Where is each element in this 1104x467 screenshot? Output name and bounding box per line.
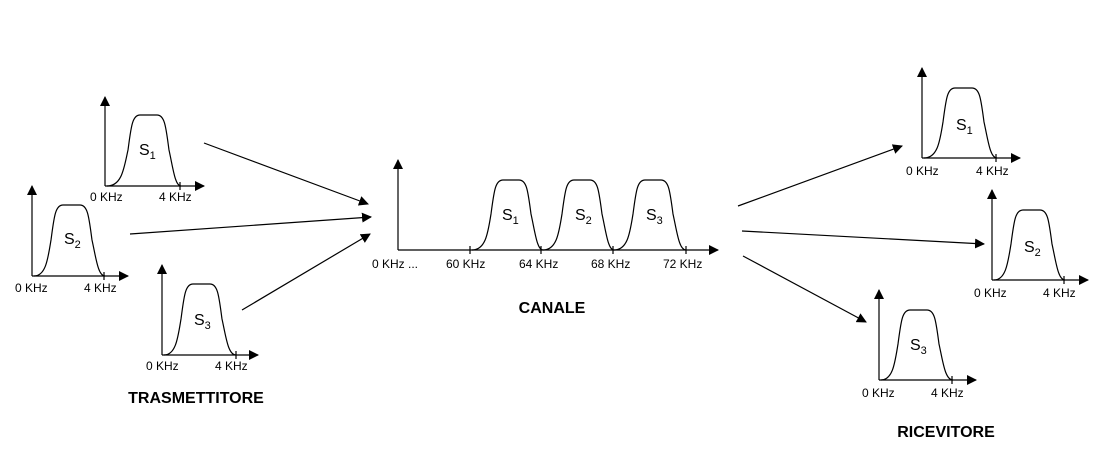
ch-tick-68: 68 KHz [591, 257, 630, 271]
ch-tick-0: 0 KHz ... [372, 257, 418, 271]
tx-to-channel-arrow-3 [241, 233, 371, 311]
tx-spectrum-s1 [100, 96, 205, 191]
ch-tick-72: 72 KHz [663, 257, 702, 271]
rx-s1-tick-0: 0 KHz [906, 164, 939, 178]
channel-to-rx-arrow-3 [742, 255, 867, 323]
channel-spectrum [393, 159, 719, 255]
ch-tick-64: 64 KHz [519, 257, 558, 271]
tx-s2-tick-4: 4 KHz [84, 281, 117, 295]
ch-s1-label: S1 [502, 207, 519, 227]
tx-s3-label: S3 [194, 312, 211, 332]
rx-spectrum-s1 [917, 67, 1021, 163]
rx-spectrum-s2 [987, 189, 1089, 285]
tx-to-channel-arrow-1 [203, 142, 369, 206]
tx-to-channel-arrow-2 [129, 212, 372, 235]
tx-s2-label: S2 [64, 231, 81, 251]
tx-s1-tick-0: 0 KHz [90, 190, 123, 204]
transmitter-title: TRASMETTITORE [128, 390, 264, 407]
tx-s3-tick-0: 0 KHz [146, 359, 179, 373]
channel-to-rx-arrow-2 [741, 230, 985, 249]
ch-s2-label: S2 [575, 207, 592, 227]
tx-s3-tick-4: 4 KHz [215, 359, 248, 373]
rx-s2-label: S2 [1024, 239, 1041, 259]
rx-s3-label: S3 [910, 337, 927, 357]
rx-s3-tick-0: 0 KHz [862, 386, 895, 400]
rx-s2-tick-4: 4 KHz [1043, 286, 1076, 300]
ch-s3-label: S3 [646, 207, 663, 227]
rx-s2-tick-0: 0 KHz [974, 286, 1007, 300]
tx-spectrum-s3 [157, 264, 259, 360]
rx-spectrum-s3 [874, 289, 977, 385]
rx-s3-tick-4: 4 KHz [931, 386, 964, 400]
tx-s1-label: S1 [139, 142, 156, 162]
channel-to-rx-arrow-1 [737, 144, 903, 207]
rx-s1-tick-4: 4 KHz [976, 164, 1009, 178]
ch-tick-60: 60 KHz [446, 257, 485, 271]
rx-s1-label: S1 [956, 117, 973, 137]
tx-s1-tick-4: 4 KHz [159, 190, 192, 204]
tx-s2-tick-0: 0 KHz [15, 281, 48, 295]
tx-spectrum-s2 [27, 185, 129, 281]
receiver-title: RICEVITORE [897, 424, 995, 441]
channel-title: CANALE [519, 300, 586, 317]
